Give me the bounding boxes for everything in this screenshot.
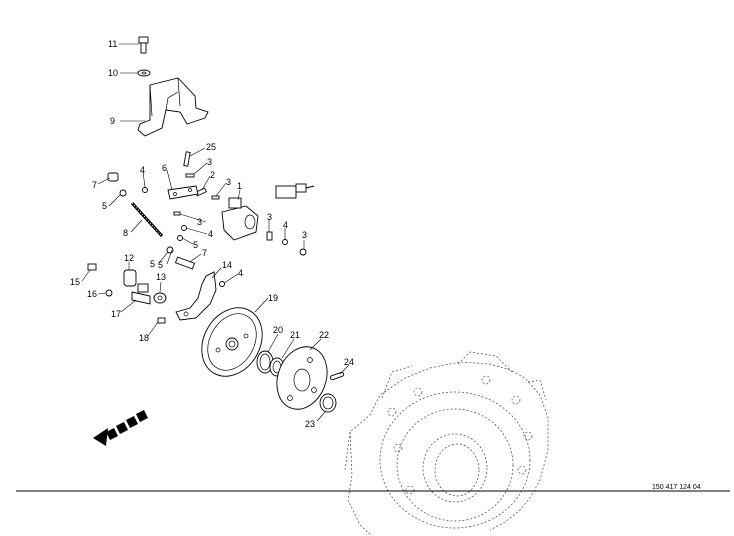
part-4-nut-c [282, 239, 288, 245]
callout-numbers: 11 10 9 25 3 2 3 6 4 7 5 8 1 3 4 3 4 5 5… [70, 39, 354, 429]
callout-4-a: 4 [140, 165, 145, 175]
callout-17: 17 [111, 309, 121, 319]
part-15-bolt [87, 263, 97, 271]
part-10-washer [137, 69, 151, 77]
callout-5-e: 5 [158, 260, 163, 270]
part-12-bushing [123, 269, 137, 287]
callout-4-c: 4 [283, 220, 288, 230]
callout-22: 22 [319, 330, 329, 340]
callout-16: 16 [87, 289, 97, 299]
callout-5-b: 5 [193, 240, 198, 250]
part-5-nut-a [119, 189, 127, 197]
callout-21: 21 [290, 330, 300, 340]
direction-arrow-icon [93, 410, 148, 446]
part-3-screw-c [173, 211, 181, 216]
callout-6: 6 [162, 163, 167, 173]
part-5-nut-b [177, 235, 183, 241]
part-24-pin [329, 371, 345, 381]
part-7-cap [107, 172, 119, 182]
callout-1: 1 [237, 181, 242, 191]
part-1-actuator [221, 197, 259, 241]
part-3-screw-a [185, 173, 195, 178]
callout-20: 20 [273, 325, 283, 335]
callout-18: 18 [139, 333, 149, 343]
callout-7-a: 7 [92, 180, 97, 190]
callout-3-b: 3 [226, 177, 231, 187]
part-6-plate [167, 185, 199, 200]
callout-15: 15 [70, 277, 80, 287]
part-14-lever [175, 271, 217, 321]
callout-13: 13 [156, 272, 166, 282]
part-22-plate [276, 346, 328, 410]
part-4-nut-b [181, 225, 187, 231]
part-3-screw-d [266, 231, 273, 241]
callout-5-d: 3 [302, 230, 307, 240]
part-16-nut [105, 289, 113, 297]
callout-3-d: 3 [267, 212, 272, 222]
callout-11: 11 [108, 39, 117, 49]
callout-5-c: 5 [150, 259, 155, 269]
callout-leaders [81, 43, 350, 422]
part-13-washer [153, 292, 167, 304]
callout-25: 25 [206, 142, 216, 152]
callout-23: 23 [305, 419, 315, 429]
callout-2: 2 [210, 170, 215, 180]
callout-4-d: 4 [238, 268, 243, 278]
part-3-screw-b [211, 195, 220, 200]
callout-7-b: 7 [202, 248, 207, 258]
part-4-nut-d [219, 281, 225, 287]
callout-3-c: 3 [197, 217, 202, 227]
part-18-nut [157, 317, 166, 324]
drawing-reference-number: 150 417 124 04 [652, 484, 701, 491]
callout-3-a: 3 [207, 157, 212, 167]
part-25-pin [183, 151, 191, 167]
part-23-ring [319, 393, 337, 413]
callout-24: 24 [344, 357, 354, 367]
part-9-cover [137, 77, 209, 137]
callout-4-b: 4 [208, 229, 213, 239]
axle-housing [344, 351, 549, 536]
callout-9: 9 [110, 116, 115, 126]
callout-8: 8 [123, 228, 128, 238]
part-17-shaft [131, 283, 151, 305]
part-5-nut-d [299, 248, 307, 256]
callout-10: 10 [108, 68, 118, 78]
part-8-rod [130, 201, 164, 238]
callout-5-a: 5 [102, 201, 107, 211]
part-1-connector [275, 183, 315, 199]
part-4-nut-a [142, 187, 148, 193]
part-19-disc [201, 307, 263, 377]
part-7-link [174, 256, 196, 270]
callout-12: 12 [124, 253, 134, 263]
part-11-bolt [138, 36, 149, 54]
callout-14: 14 [222, 260, 232, 270]
callout-19: 19 [268, 293, 278, 303]
